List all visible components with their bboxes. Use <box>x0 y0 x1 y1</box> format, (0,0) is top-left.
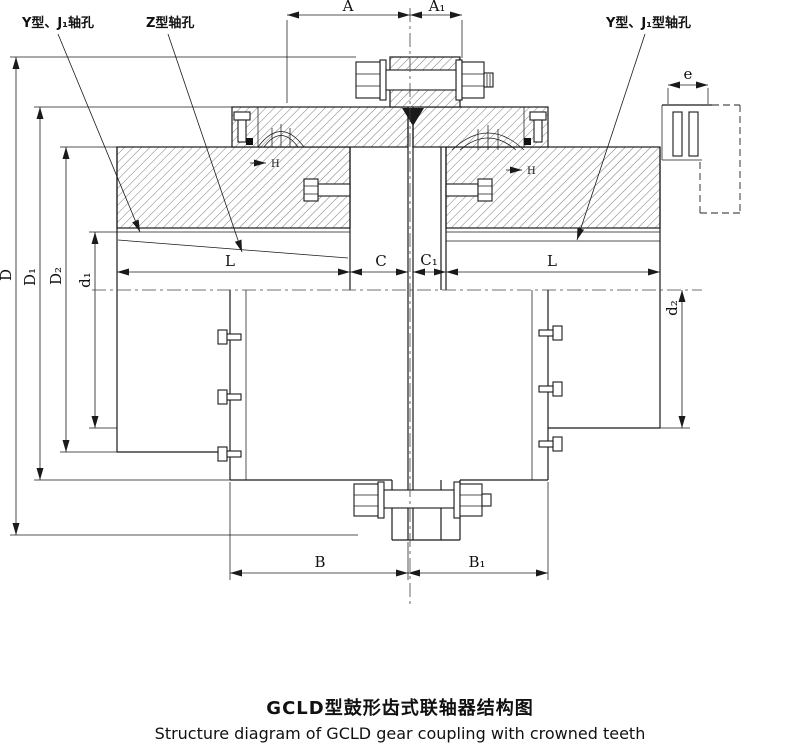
dim-d1-label: D₁ <box>21 268 39 286</box>
bolt-shank <box>385 69 457 91</box>
seal-ring-left <box>246 138 253 145</box>
dim-l-left-label: L <box>225 252 235 270</box>
flange-plates-bottom <box>391 480 461 541</box>
dim-e-label: e <box>684 65 693 83</box>
washer-left <box>379 59 387 101</box>
callout-z-bore: Z型轴孔 <box>146 15 194 31</box>
bore-lines <box>117 231 660 259</box>
end-cover-bolt-left <box>233 111 251 143</box>
dim-l-right-label: L <box>547 252 557 270</box>
crowned-teeth-mesh-left <box>257 124 305 148</box>
dim-d1-small-label: d₁ <box>76 272 94 288</box>
washer-right <box>455 59 463 101</box>
bolt-head <box>355 61 381 99</box>
caption-chinese: GCLD型鼓形齿式联轴器结构图 <box>266 698 534 719</box>
tooth-2 <box>688 111 699 157</box>
dim-h-left-label: H <box>271 159 280 170</box>
hub-plug-right <box>445 178 493 202</box>
nut <box>461 61 485 99</box>
seal-ring-right <box>524 138 531 145</box>
gear-tooth-detail <box>661 104 741 214</box>
face-lines <box>116 107 661 540</box>
upper-cross-section <box>116 106 661 540</box>
dim-d2-small-label: d₂ <box>663 300 681 316</box>
crowned-teeth-mesh-right <box>451 125 525 151</box>
hub-plug-left <box>303 178 351 202</box>
bottom-bolt-assembly <box>353 481 492 519</box>
callout-right-bore: Y型、J₁型轴孔 <box>605 15 691 31</box>
tooth-1 <box>672 111 683 157</box>
caption-english: Structure diagram of GCLD gear coupling … <box>154 724 646 743</box>
dim-h-right-label: H <box>527 166 536 177</box>
dim-d-label: D <box>0 269 15 281</box>
technical-drawing: A A₁ e D D₁ D₂ d₁ <box>0 0 741 604</box>
end-cover-bolt-right <box>529 111 547 143</box>
dim-a1-label: A₁ <box>428 0 446 15</box>
dim-a-label: A <box>342 0 354 15</box>
centerlines <box>92 8 702 604</box>
dim-b-label: B <box>314 553 325 571</box>
bolt-thread-tip <box>483 72 494 88</box>
dim-c-label: C <box>375 252 386 270</box>
flange-joint-gasket <box>402 108 424 126</box>
lower-external-view <box>117 290 660 541</box>
sleeve-flange-left <box>231 106 409 148</box>
dim-d2-label: D₂ <box>47 267 65 285</box>
cover-bolts-left <box>217 329 242 462</box>
callout-leaders: Y型、J₁轴孔 Z型轴孔 Y型、J₁型轴孔 <box>21 15 691 253</box>
callout-left-bore: Y型、J₁轴孔 <box>21 15 94 31</box>
dim-c1-label: C₁ <box>420 251 438 269</box>
dim-b1-label: B₁ <box>468 553 485 571</box>
cover-bolts-right <box>538 325 563 452</box>
top-bolt-assembly <box>355 56 494 108</box>
dimension-lines: A A₁ e D D₁ D₂ d₁ <box>0 0 709 580</box>
